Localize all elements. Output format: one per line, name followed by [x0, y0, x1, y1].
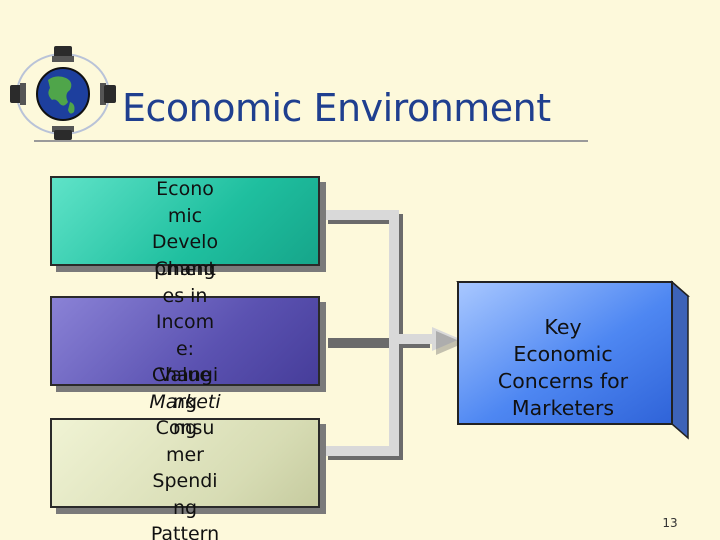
key-concerns-text: Key Economic Concerns for Marketers: [497, 315, 629, 420]
consumer-spending-box: [50, 418, 326, 514]
globe-icon: [10, 46, 116, 140]
connector-bracket: [324, 210, 464, 460]
title-underline: [34, 140, 588, 142]
slide-title: Economic Environment: [122, 86, 551, 130]
consumer-spending-text: Changi ng Consu mer Spendi ng Pattern: [150, 364, 220, 540]
page-number: 13: [662, 516, 678, 530]
key-concerns-box: [456, 280, 690, 440]
economic-development-text: Econo mic Develo pment: [151, 178, 219, 280]
economic-development-box: [50, 176, 326, 272]
income-changes-text: Chang es in Incom e: Value Marketi ng: [149, 258, 221, 439]
income-changes-box: [50, 296, 326, 392]
